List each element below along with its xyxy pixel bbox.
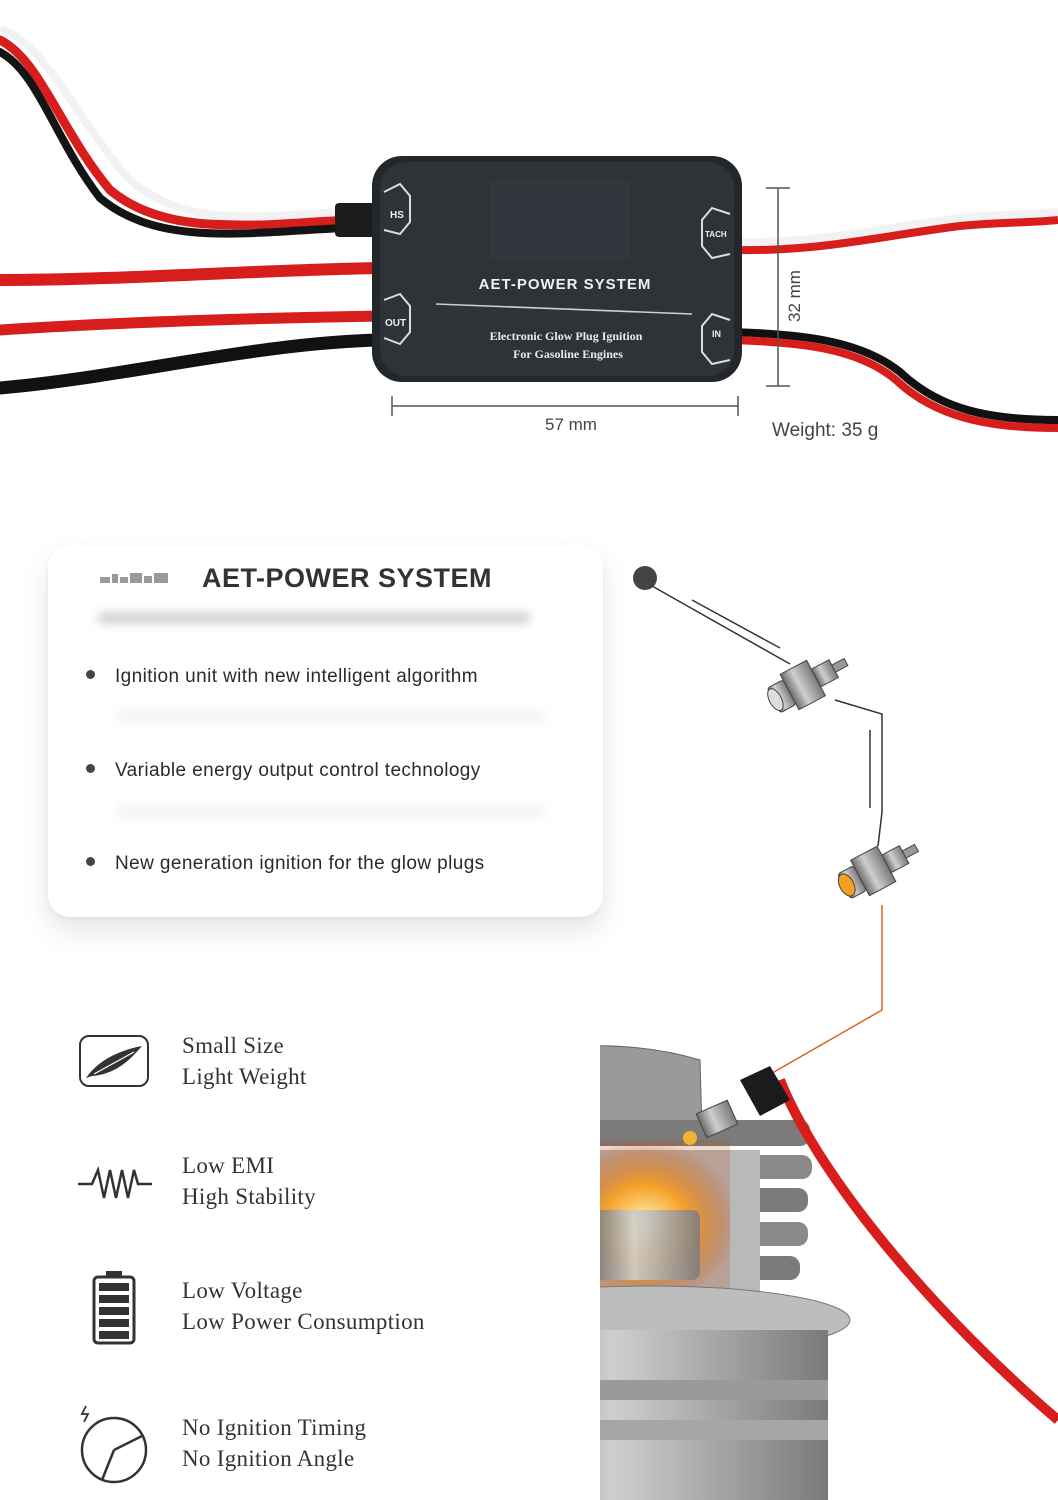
bullet-text: Variable energy output control technolog…: [115, 760, 481, 781]
pointer-dot: [633, 566, 657, 590]
bullet-text: Ignition unit with new intelligent algor…: [115, 666, 478, 687]
engine-cylinder: [600, 1045, 851, 1500]
feature-card: [48, 545, 603, 917]
plug-cap-and-lead: [683, 1066, 1058, 1424]
feature-low-voltage: Low Voltage Low Power Consumption: [182, 1275, 425, 1337]
card-subtitle-blurred: [98, 606, 530, 630]
feather-icon: [79, 1035, 149, 1087]
module-desc-line1: Electronic Glow Plug Ignition: [490, 329, 643, 343]
weight-label: Weight: 35 g: [772, 420, 879, 441]
bullet-item: New generation ignition for the glow plu…: [86, 853, 606, 875]
bullet-dot-icon: [86, 857, 95, 867]
bullet-ghost-line: [116, 710, 546, 724]
bullet-dot-icon: [86, 764, 95, 774]
feature-line2: No Ignition Angle: [182, 1446, 355, 1471]
feature-line1: Small Size: [182, 1033, 285, 1058]
left-wire-harness: [0, 26, 389, 395]
width-dimension: [391, 396, 739, 416]
height-dimension: [766, 187, 790, 387]
glow-plug-icon: [767, 657, 849, 713]
bullet-text: New generation ignition for the glow plu…: [115, 853, 485, 874]
right-wire-harness: [729, 208, 1058, 432]
card-title: AET-POWER SYSTEM: [202, 563, 493, 593]
height-label: 32 mm: [785, 270, 804, 322]
timing-dial-icon: [80, 1405, 148, 1484]
feature-line2: High Stability: [182, 1184, 316, 1209]
brand-logo: [100, 573, 168, 583]
port-in-label: IN: [712, 329, 721, 339]
glow-plug-glowing-icon: [837, 843, 920, 899]
feature-line1: No Ignition Timing: [182, 1415, 367, 1440]
width-label: 57 mm: [545, 415, 597, 434]
port-out-label: OUT: [385, 318, 406, 329]
module-brand-label: AET-POWER SYSTEM: [479, 276, 652, 293]
ignition-module-diagram: HS OUT TACH IN AET-POWER SYSTEM Electron…: [0, 26, 1058, 434]
waveform-icon: [78, 1165, 152, 1199]
feature-small-size: Small Size Light Weight: [182, 1030, 307, 1092]
module-desc-line2: For Gasoline Engines: [513, 347, 623, 361]
feature-line1: Low EMI: [182, 1153, 275, 1178]
hs-connector: [335, 203, 375, 237]
port-hs-label: HS: [390, 210, 404, 221]
port-tach-label: TACH: [705, 230, 727, 239]
feature-low-emi: Low EMI High Stability: [182, 1150, 316, 1212]
feature-line2: Light Weight: [182, 1064, 307, 1089]
ignition-module: HS OUT TACH IN AET-POWER SYSTEM Electron…: [372, 156, 742, 382]
bullet-item: Variable energy output control technolog…: [86, 760, 606, 782]
bullet-item: Ignition unit with new intelligent algor…: [86, 666, 606, 688]
engine-glow-plug-illustration: [600, 566, 1058, 1500]
bullet-ghost-line: [116, 804, 546, 818]
feature-line1: Low Voltage: [182, 1278, 303, 1303]
bullet-dot-icon: [86, 670, 95, 680]
feature-no-timing: No Ignition Timing No Ignition Angle: [182, 1412, 366, 1474]
battery-icon: [92, 1271, 136, 1345]
feature-line2: Low Power Consumption: [182, 1309, 425, 1334]
